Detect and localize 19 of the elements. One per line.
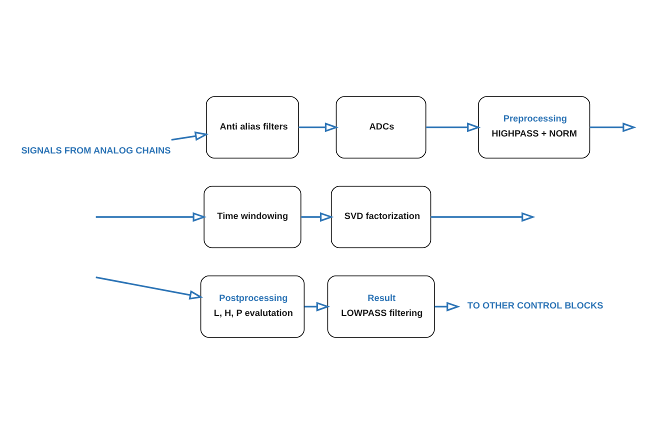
arrow [430, 212, 536, 222]
arrow [96, 212, 206, 222]
node-box: SVD factorization [330, 186, 432, 248]
node-box: Postprocessing L, H, P evalutation [200, 276, 305, 338]
node-box: Preprocessing HIGHPASS + NORM [478, 96, 590, 158]
arrow [171, 131, 209, 141]
arrow [590, 122, 636, 132]
node-box: Time windowing [204, 186, 302, 248]
node-box: Result LOWPASS filtering [327, 276, 435, 338]
arrow [434, 302, 460, 312]
arrow [298, 122, 339, 132]
node-text: SIGNALS FROM ANALOG CHAINS [21, 146, 171, 156]
node-box: ADCs [336, 96, 426, 158]
arrow [301, 212, 334, 222]
arrow [426, 122, 481, 132]
arrow [304, 302, 330, 312]
node-box: Anti alias filters [206, 96, 299, 158]
arrow [96, 276, 204, 300]
node-text: TO OTHER CONTROL BLOCKS [467, 300, 604, 311]
